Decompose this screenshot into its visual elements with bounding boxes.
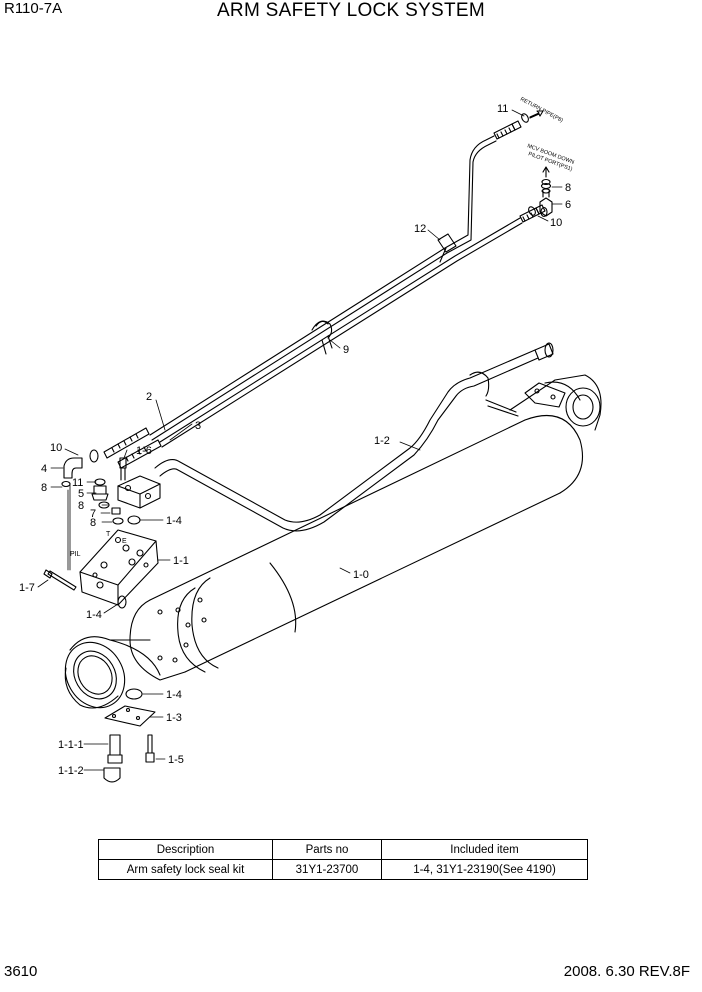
callout-1-3: 1-3 bbox=[166, 712, 182, 724]
leader-lines bbox=[37, 109, 563, 771]
table-row: Arm safety lock seal kit 31Y1-23700 1-4,… bbox=[98, 859, 588, 880]
column-header-included-item: Included item bbox=[381, 839, 588, 860]
model-number: R110-7A bbox=[4, 0, 63, 17]
callout-6: 6 bbox=[565, 199, 571, 211]
callout-labels: 11 8 6 10 12 9 2 3 1-2 10 1-6 4 11 8 5 8… bbox=[19, 96, 575, 777]
callout-8-left: 8 bbox=[41, 482, 47, 494]
column-header-description: Description bbox=[98, 839, 273, 860]
callout-9: 9 bbox=[343, 344, 349, 356]
callout-8-mid: 8 bbox=[78, 500, 84, 512]
callout-11-top: 11 bbox=[497, 103, 508, 115]
callout-1-1-1: 1-1-1 bbox=[58, 739, 84, 751]
column-header-parts-no: Parts no bbox=[272, 839, 382, 860]
page-title: ARM SAFETY LOCK SYSTEM bbox=[216, 0, 486, 21]
cell-description: Arm safety lock seal kit bbox=[98, 859, 273, 880]
callout-1-5: 1-5 bbox=[168, 754, 184, 766]
page-number: 3610 bbox=[4, 963, 38, 980]
revision-date: 2008. 6.30 REV.8F bbox=[563, 963, 690, 980]
callout-4: 4 bbox=[41, 463, 47, 475]
callout-10-top: 10 bbox=[550, 217, 562, 229]
callout-1-1-2: 1-1-2 bbox=[58, 765, 84, 777]
tee-fitting bbox=[529, 110, 553, 217]
callout-1-7: 1-7 bbox=[19, 582, 35, 594]
callout-11-left: 11 bbox=[72, 477, 83, 489]
callout-8-low: 8 bbox=[90, 517, 96, 529]
port-e-label: E bbox=[122, 538, 127, 545]
arm-cylinder bbox=[64, 342, 602, 709]
callout-5: 5 bbox=[78, 488, 84, 500]
callout-1-4-bot: 1-4 bbox=[166, 689, 182, 701]
callout-12: 12 bbox=[414, 223, 426, 235]
callout-1-4-mid: 1-4 bbox=[86, 609, 102, 621]
port-t-label: T bbox=[106, 531, 111, 538]
table-header-row: Description Parts no Included item bbox=[98, 839, 588, 860]
seal-kit-table: Description Parts no Included item Arm s… bbox=[98, 839, 588, 880]
callout-3: 3 bbox=[195, 420, 201, 432]
pipe-assembly-upper bbox=[103, 113, 546, 469]
callout-8-top: 8 bbox=[565, 182, 571, 194]
callout-1-6: 1-6 bbox=[136, 445, 152, 457]
cell-parts-no: 31Y1-23700 bbox=[272, 859, 382, 880]
safety-lock-valve bbox=[43, 178, 551, 783]
callout-1-0: 1-0 bbox=[353, 569, 369, 581]
callout-1-1: 1-1 bbox=[173, 555, 189, 567]
port-pil-label: PIL bbox=[70, 551, 81, 558]
callout-1-2: 1-2 bbox=[374, 435, 390, 447]
callout-2: 2 bbox=[146, 391, 152, 403]
callout-1-4-top: 1-4 bbox=[166, 515, 182, 527]
cell-included-item: 1-4, 31Y1-23190(See 4190) bbox=[381, 859, 588, 880]
callout-7: 7 bbox=[90, 508, 96, 520]
callout-10-left: 10 bbox=[50, 442, 62, 454]
return-pipe-note: RETURN PIPE(P8) bbox=[519, 96, 564, 124]
